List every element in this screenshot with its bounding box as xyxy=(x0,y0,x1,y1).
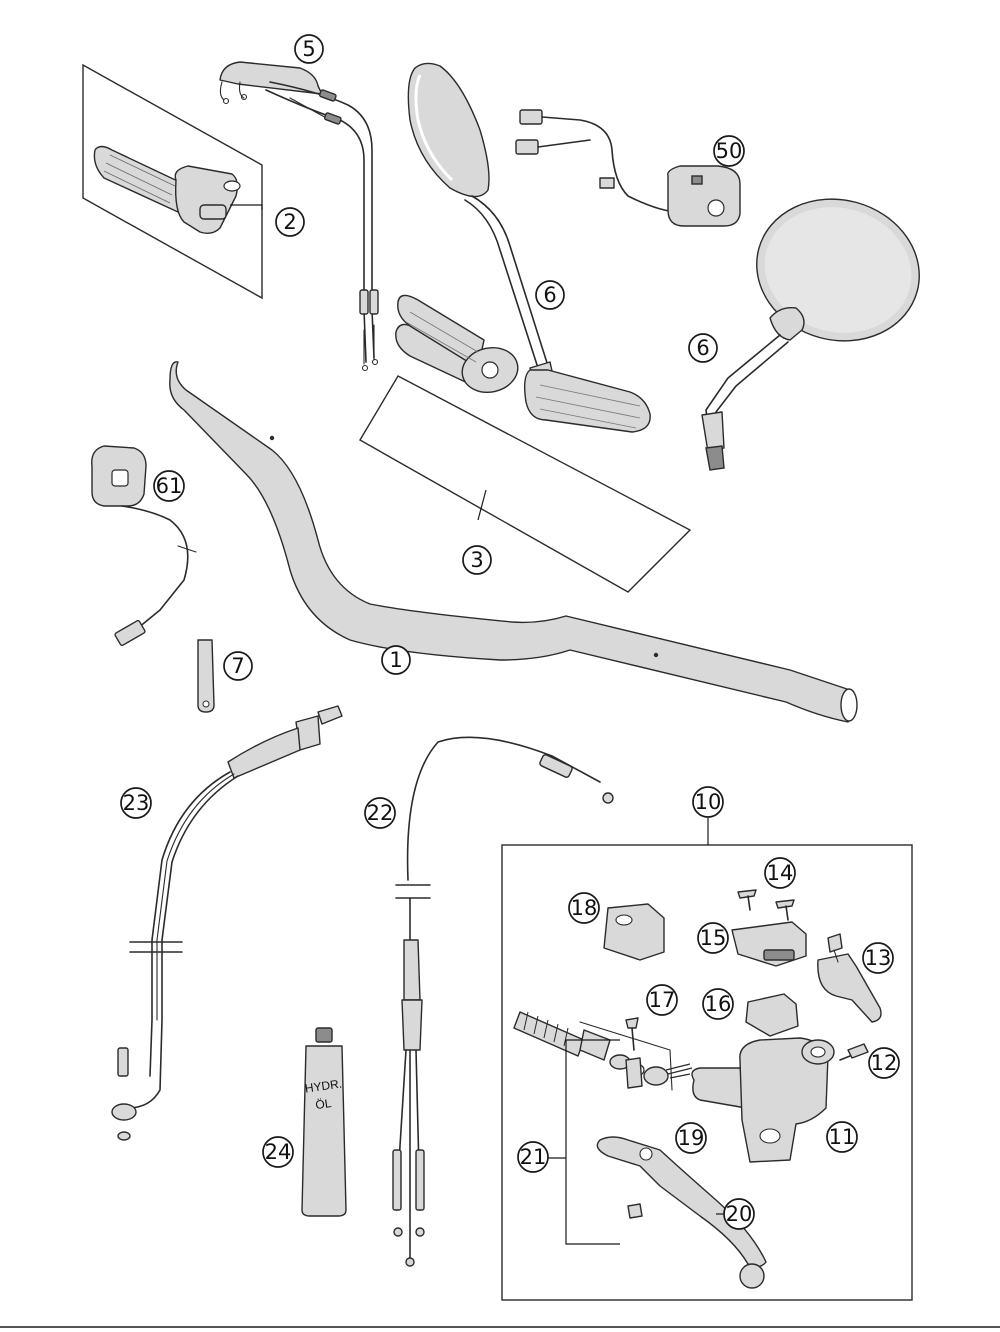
callout-label-10: 10 xyxy=(695,790,722,814)
callout-label-21: 21 xyxy=(520,1145,547,1169)
kill-switch-cable xyxy=(91,445,197,647)
callout-5: 5 xyxy=(294,34,324,64)
bottle-label-line2: ÖL xyxy=(315,1096,333,1112)
callout-13: 13 xyxy=(862,942,894,974)
callout-label-12: 12 xyxy=(871,1051,898,1075)
callout-label-17: 17 xyxy=(649,988,676,1012)
callout-7: 7 xyxy=(223,651,253,681)
callout-23: 23 xyxy=(120,787,152,819)
callout-16: 16 xyxy=(702,988,734,1020)
callout-24: 24 xyxy=(262,1136,294,1168)
callout-label-5: 5 xyxy=(302,37,315,61)
callout-50: 50 xyxy=(713,135,745,167)
callout-2: 2 xyxy=(275,207,305,237)
wrench-tool xyxy=(197,639,215,713)
callout-label-11: 11 xyxy=(829,1125,856,1149)
callout-14: 14 xyxy=(764,857,796,889)
callout-15: 15 xyxy=(697,922,729,954)
callout-12: 12 xyxy=(868,1047,900,1079)
callout-label-1: 1 xyxy=(389,648,402,672)
callout-label-50: 50 xyxy=(716,139,743,163)
callout-21: 21 xyxy=(517,1141,549,1173)
hydraulic-oil-bottle: HYDR. ÖL xyxy=(301,1027,347,1217)
callout-label-61: 61 xyxy=(156,474,183,498)
callout-19: 19 xyxy=(675,1122,707,1154)
callout-10: 10 xyxy=(692,786,724,818)
callout-17: 17 xyxy=(646,984,678,1016)
callout-label-2: 2 xyxy=(283,210,296,234)
callout-6-right-mirror: 6 xyxy=(688,333,718,363)
handlebar-switch xyxy=(515,109,741,227)
callout-3: 3 xyxy=(462,545,492,575)
callout-label-20: 20 xyxy=(726,1202,753,1226)
callout-61: 61 xyxy=(153,470,185,502)
callout-22: 22 xyxy=(364,797,396,829)
callout-1: 1 xyxy=(381,645,411,675)
callout-label-6a: 6 xyxy=(543,283,556,307)
callout-label-15: 15 xyxy=(700,926,727,950)
hand-grips xyxy=(359,294,692,593)
callout-label-7: 7 xyxy=(231,654,244,678)
callout-20: 20 xyxy=(723,1198,755,1230)
callout-label-23: 23 xyxy=(123,791,150,815)
throttle-grip-assembly xyxy=(82,63,263,300)
bottle-label-line1: HYDR. xyxy=(304,1077,343,1096)
callout-label-24: 24 xyxy=(265,1140,292,1164)
master-cylinder-kit xyxy=(501,818,913,1301)
callout-label-18: 18 xyxy=(571,896,598,920)
bottom-divider xyxy=(0,1326,1000,1328)
callout-label-13: 13 xyxy=(865,946,892,970)
callout-6-left-mirror: 6 xyxy=(535,280,565,310)
mirror-right xyxy=(701,198,920,471)
callout-label-22: 22 xyxy=(367,801,394,825)
handlebar xyxy=(169,361,858,723)
callout-label-19: 19 xyxy=(678,1126,705,1150)
throttle-cables xyxy=(219,61,379,372)
callout-label-6b: 6 xyxy=(696,336,709,360)
brake-line xyxy=(111,705,343,1141)
clutch-cable xyxy=(392,736,614,1267)
callout-label-16: 16 xyxy=(705,992,732,1016)
callout-label-3: 3 xyxy=(470,548,483,572)
callout-18: 18 xyxy=(568,892,600,924)
callout-11: 11 xyxy=(826,1121,858,1153)
callout-label-14: 14 xyxy=(767,861,794,885)
